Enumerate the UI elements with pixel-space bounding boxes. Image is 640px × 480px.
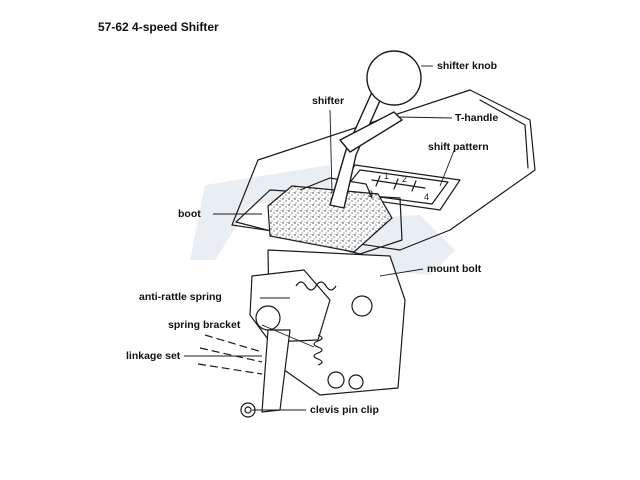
leader-lines: [184, 65, 456, 411]
anti-rattle-spring: [295, 281, 337, 291]
label-shifter-knob: shifter knob: [437, 60, 498, 72]
diagram-title: 57-62 4-speed Shifter: [98, 20, 219, 34]
pattern-digit-4: 4: [424, 192, 429, 202]
label-mount-bolt: mount bolt: [427, 263, 482, 275]
lower-bolt-1: [327, 371, 345, 389]
spring-bracket-coil: [313, 334, 323, 366]
linkage-rods: [197, 334, 263, 375]
shift-pattern-digits: 1 2 3 4: [368, 171, 429, 202]
pivot-boss: [255, 305, 281, 331]
lower-bolt-2: [348, 374, 364, 390]
mount-bolt-head: [351, 295, 373, 317]
pattern-digit-2: 2: [402, 174, 407, 184]
shifter-boot: [267, 177, 393, 253]
pattern-digit-3: 3: [368, 189, 373, 199]
shifter-lever: [329, 91, 383, 209]
label-anti-rattle-spring: anti-rattle spring: [139, 291, 222, 303]
label-t-handle: T-handle: [455, 112, 499, 124]
t-handle: [339, 111, 403, 153]
label-boot: boot: [178, 208, 201, 220]
shifter-knob: [366, 50, 422, 106]
label-clevis-pin-clip: clevis pin clip: [310, 404, 379, 416]
pattern-digit-1: 1: [384, 171, 389, 181]
label-spring-bracket: spring bracket: [168, 319, 241, 331]
label-shift-pattern: shift pattern: [428, 141, 489, 153]
label-shifter: shifter: [312, 95, 345, 107]
label-linkage-set: linkage set: [126, 350, 181, 362]
